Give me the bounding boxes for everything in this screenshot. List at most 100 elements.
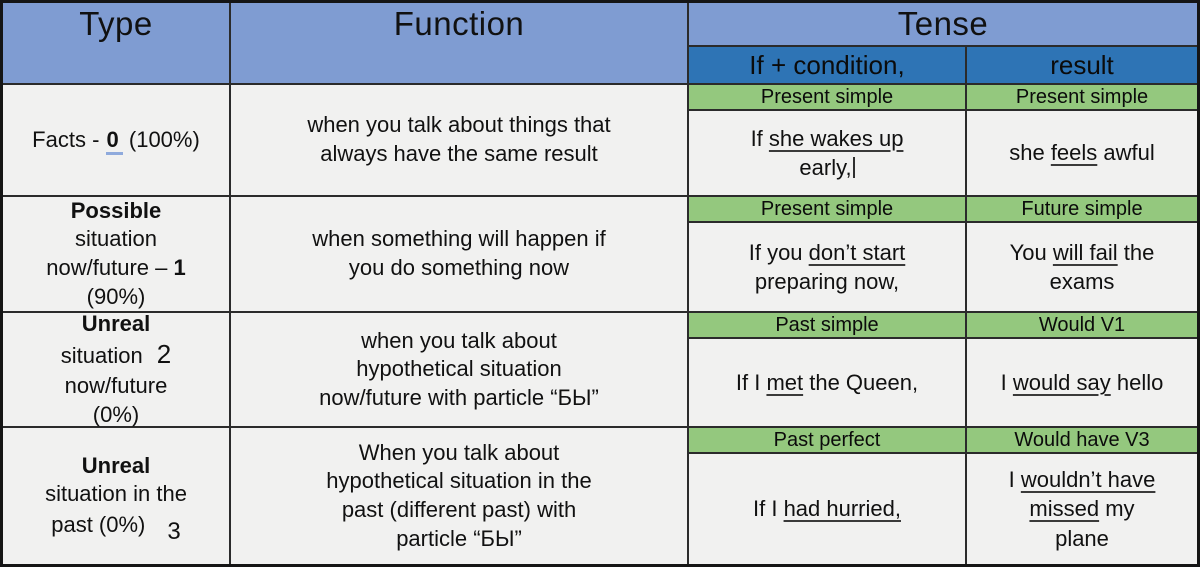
- text-segment: preparing now,: [754, 269, 900, 294]
- result-tense-label: Would V1: [1038, 313, 1126, 336]
- text-segment: If you: [748, 239, 809, 265]
- result-cell: Would V1 I would say hello: [967, 313, 1197, 426]
- result-example: I wouldn’t have missed my plane: [967, 454, 1197, 564]
- result-tense-bar: Future simple: [967, 197, 1197, 223]
- text-segment: If: [750, 125, 769, 151]
- subheader-result-label: result: [1050, 49, 1114, 80]
- result-tense-bar: Would V1: [967, 313, 1197, 339]
- text-segment: (0%): [92, 401, 140, 427]
- type-text: Possible situation now/future – 1 (90%): [46, 197, 185, 311]
- result-tense-bar: Present simple: [967, 85, 1197, 111]
- result-cell: Would have V3 I wouldn’t have missed my pl…: [967, 428, 1197, 564]
- text-segment: situation: [60, 343, 149, 369]
- type-cell: Possible situation now/future – 1 (90%): [3, 197, 231, 311]
- subheader-result: result: [967, 47, 1197, 83]
- subheader-if-condition-label: If + condition,: [749, 49, 905, 80]
- text-segment: 3: [167, 518, 181, 545]
- text-segment: If I: [753, 496, 784, 522]
- text-segment: 2: [156, 339, 172, 370]
- if-condition-cell: Present simple If she wakes up early,: [689, 85, 967, 195]
- text-segment: now/future –: [46, 255, 174, 280]
- text-segment: she wakes up: [768, 125, 904, 151]
- result-tense-label: Present simple: [1015, 85, 1149, 108]
- if-tense-label: Present simple: [760, 197, 894, 220]
- if-tense-label: Present simple: [760, 85, 894, 108]
- header-tense-label: Tense: [897, 5, 989, 42]
- text-segment: the Queen,: [803, 369, 919, 395]
- text-segment: I: [1008, 467, 1021, 493]
- result-example: I would say hello: [967, 339, 1197, 426]
- text-segment: 0: [105, 126, 123, 155]
- if-example: If I met the Queen,: [689, 339, 965, 426]
- text-segment: Unreal: [81, 310, 151, 336]
- text-segment: awful: [1097, 140, 1155, 166]
- header-type: Type: [3, 3, 231, 83]
- type-text: Facts - 0 (100%): [32, 126, 200, 155]
- table-body: Facts - 0 (100%) when you talk about thi…: [3, 85, 1197, 564]
- if-tense-bar: Present simple: [689, 197, 965, 223]
- text-segment: met: [766, 369, 804, 395]
- text-segment: had hurried,: [783, 496, 901, 522]
- if-condition-cell: Past perfect If I had hurried,: [689, 428, 967, 564]
- tense-subheader-row: If + condition, result: [689, 47, 1197, 83]
- table-row: Facts - 0 (100%) when you talk about thi…: [3, 85, 1197, 197]
- header-type-label: Type: [79, 5, 153, 42]
- text-caret: [852, 157, 855, 178]
- table-row: Unreal situation 2 now/future(0%) when you…: [3, 311, 1197, 428]
- header-function: Function: [231, 3, 689, 83]
- if-condition-cell: Past simple If I met the Queen,: [689, 313, 967, 426]
- if-tense-bar: Present simple: [689, 85, 965, 111]
- table-row: Possible situation now/future – 1 (90%) whe…: [3, 197, 1197, 313]
- type-cell: Unreal situation 2 now/future(0%): [3, 311, 231, 427]
- header-tense-group: Tense If + condition, result: [689, 3, 1197, 83]
- text-segment: wouldn’t have: [1020, 467, 1156, 493]
- text-segment: plane: [1055, 525, 1109, 551]
- text-segment: exams: [1049, 269, 1115, 294]
- text-segment: Facts -: [32, 126, 106, 152]
- text-segment: If I: [735, 369, 767, 395]
- text-segment: (90%): [86, 283, 146, 309]
- text-segment: Possible: [70, 197, 162, 223]
- if-tense-label: Past simple: [775, 313, 879, 336]
- text-segment: early,: [799, 155, 852, 180]
- text-segment: now/future: [64, 373, 168, 399]
- result-tense-bar: Would have V3: [967, 428, 1197, 454]
- text-segment: feels: [1050, 140, 1098, 166]
- text-segment: would say: [1012, 369, 1111, 395]
- if-tense-bar: Past perfect: [689, 428, 965, 454]
- text-segment: will fail: [1052, 239, 1118, 265]
- text-segment: 1: [173, 255, 186, 280]
- text-segment: situation in the: [45, 481, 187, 507]
- text-segment: don’t start: [808, 239, 906, 265]
- text-segment: past (0%): [51, 512, 146, 537]
- if-example: If you don’t start preparing now,: [689, 223, 965, 311]
- text-segment: the: [1117, 239, 1155, 265]
- if-condition-cell: Present simple If you don’t start prepari…: [689, 197, 967, 311]
- text-segment: missed: [1029, 496, 1100, 522]
- table-header-row: Type Function Tense If + condition, resu…: [3, 3, 1197, 85]
- header-function-label: Function: [393, 5, 525, 42]
- subheader-if-condition: If + condition,: [689, 47, 967, 83]
- text-segment: my: [1099, 496, 1135, 522]
- result-example: she feels awful: [967, 111, 1197, 195]
- if-example: If she wakes up early,: [689, 111, 965, 195]
- text-segment: situation: [75, 226, 157, 252]
- text-segment: You: [1009, 239, 1053, 265]
- result-cell: Present simple she feels awful: [967, 85, 1197, 195]
- if-tense-bar: Past simple: [689, 313, 965, 339]
- type-text: Unreal situation 2 now/future(0%): [61, 310, 172, 430]
- text-segment: she: [1009, 140, 1051, 166]
